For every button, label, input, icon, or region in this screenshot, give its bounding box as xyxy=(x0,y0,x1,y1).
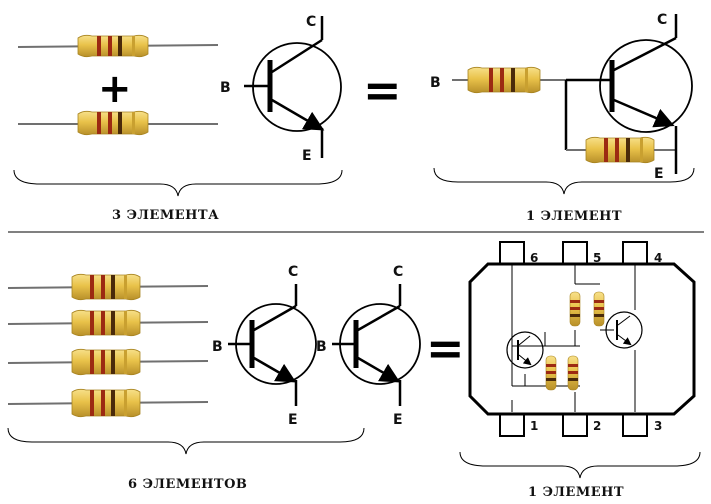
resistor-bottom-2 xyxy=(7,309,209,337)
collector-label: C xyxy=(657,12,667,28)
transistor-top-right: B C E xyxy=(430,12,693,182)
resistor-bottom-1 xyxy=(7,273,209,301)
chip-package: 6 5 4 1 2 3 xyxy=(468,241,696,437)
plus-sign: + xyxy=(98,66,132,112)
brace-bottom-right xyxy=(459,451,701,479)
transistor-bottom-1: B C E xyxy=(212,264,317,428)
chip-resistor xyxy=(567,355,579,391)
emitter-label: E xyxy=(393,412,403,428)
collector-label: C xyxy=(306,14,316,30)
equals-sign-bottom: = xyxy=(426,321,465,375)
pin-number: 3 xyxy=(654,419,662,433)
pin-number: 1 xyxy=(530,419,538,433)
brace-top-left xyxy=(13,169,343,197)
resistor-top-1 xyxy=(17,34,219,58)
resistor-top-2 xyxy=(18,110,218,136)
emitter-label: E xyxy=(654,166,664,182)
emitter-label: E xyxy=(302,148,312,164)
base-label: B xyxy=(212,339,223,355)
transistor-bottom-2: B C E xyxy=(316,264,421,428)
pin-number: 2 xyxy=(593,419,601,433)
collector-label: C xyxy=(393,264,403,280)
chip-resistor xyxy=(569,291,581,327)
resistor-bottom-3 xyxy=(7,348,209,376)
pin-number: 4 xyxy=(654,251,662,265)
resistor-top-right-emitter xyxy=(585,136,676,164)
transistor-top-left: B C E xyxy=(220,14,342,164)
chip-resistor xyxy=(593,291,605,327)
equals-sign-top: = xyxy=(363,63,402,117)
caption-bottom-left: 6 ЭЛЕМЕНТОВ xyxy=(128,477,247,492)
collector-label: C xyxy=(288,264,298,280)
base-label: B xyxy=(316,339,327,355)
resistor-bottom-4 xyxy=(7,388,209,418)
resistor-top-right-base xyxy=(452,66,568,94)
caption-top-right: 1 ЭЛЕМЕНТ xyxy=(526,209,622,224)
caption-bottom-right: 1 ЭЛЕМЕНТ xyxy=(528,485,624,500)
base-label: B xyxy=(220,80,231,96)
chip-resistor xyxy=(545,355,557,391)
brace-bottom-left xyxy=(7,427,365,455)
caption-top-left: 3 ЭЛЕМЕНТА xyxy=(112,208,219,223)
pin-number: 6 xyxy=(530,251,538,265)
brace-top-right xyxy=(433,167,695,195)
base-label: B xyxy=(430,75,441,91)
emitter-label: E xyxy=(288,412,298,428)
pin-number: 5 xyxy=(593,251,601,265)
